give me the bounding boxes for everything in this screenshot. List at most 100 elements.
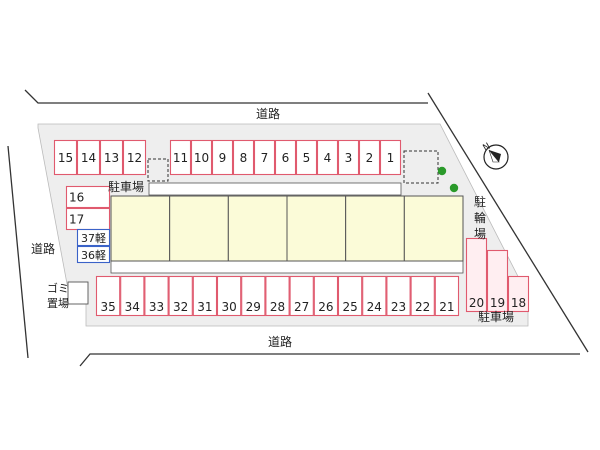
parking-space-number: 37軽 xyxy=(81,232,106,245)
parking-space: 35 xyxy=(95,275,121,317)
parking-label-center: 駐車場 xyxy=(108,179,144,194)
parking-space-number: 3 xyxy=(345,151,353,165)
parking-space-box xyxy=(169,139,192,176)
parking-space: 30 xyxy=(216,275,242,317)
parking-space: 26 xyxy=(313,275,339,317)
parking-space-number: 9 xyxy=(219,151,227,165)
parking-space-box xyxy=(76,139,101,176)
parking-space-number: 29 xyxy=(246,300,261,314)
bicycle-parking-label: 駐輪場 xyxy=(474,194,486,241)
parking-space: 16 xyxy=(65,185,111,209)
parking-space-number: 18 xyxy=(511,296,526,310)
vertical-char: 駐 xyxy=(474,194,486,209)
dashed-area-right xyxy=(403,150,439,184)
parking-space-box xyxy=(410,275,435,317)
road-label-bottom: 道路 xyxy=(268,334,292,349)
parking-space: 18 xyxy=(507,275,530,313)
parking-space-box xyxy=(53,139,78,176)
parking-space-box xyxy=(253,139,276,176)
parking-space: 4 xyxy=(316,139,339,176)
parking-bottom-row: 35 34 33 32 31 30 29 28 27 26 25 24 23 22 21 xyxy=(95,275,460,317)
parking-space-number: 26 xyxy=(318,300,333,314)
parking-space: 10 xyxy=(190,139,213,176)
north-arrow-icon: N xyxy=(482,142,509,170)
garbage-label-line: ゴミ xyxy=(47,281,69,295)
parking-space-number: 15 xyxy=(58,151,73,165)
parking-space-number: 19 xyxy=(490,296,505,310)
parking-space-box xyxy=(337,139,360,176)
parking-space-box xyxy=(192,275,218,317)
parking-space-box xyxy=(313,275,339,317)
parking-space-number: 33 xyxy=(149,300,164,314)
parking-space: 9 xyxy=(211,139,234,176)
parking-space-number: 27 xyxy=(294,300,309,314)
parking-space-number: 24 xyxy=(367,300,382,314)
parking-space-box xyxy=(358,139,381,176)
parking-space-box xyxy=(190,139,213,176)
parking-space-box xyxy=(99,139,124,176)
parking-space-box xyxy=(386,275,411,317)
building-unit xyxy=(403,195,464,262)
parking-space-number: 23 xyxy=(391,300,406,314)
parking-space-box xyxy=(216,275,242,317)
parking-space-number: 11 xyxy=(173,151,188,165)
parking-space-number: 12 xyxy=(127,151,142,165)
parking-space-number: 21 xyxy=(439,300,454,314)
parking-space: 19 xyxy=(486,249,509,313)
parking-space: 21 xyxy=(434,275,460,317)
parking-space-number: 5 xyxy=(303,151,311,165)
tree-icon xyxy=(437,166,447,176)
parking-space-number: 13 xyxy=(104,151,119,165)
parking-space-box xyxy=(295,139,318,176)
parking-space: 25 xyxy=(337,275,363,317)
parking-space: 8 xyxy=(232,139,255,176)
parking-space: 28 xyxy=(265,275,290,317)
parking-space-number: 25 xyxy=(342,300,357,314)
parking-space: 5 xyxy=(295,139,318,176)
parking-space: 20 xyxy=(465,237,488,313)
parking-space-number: 22 xyxy=(415,300,430,314)
apartment-building xyxy=(110,195,464,262)
parking-space: 3 xyxy=(337,139,360,176)
parking-space: 33 xyxy=(144,275,169,317)
parking-space: 11 xyxy=(169,139,192,176)
parking-space: 22 xyxy=(410,275,435,317)
parking-space-number: 28 xyxy=(270,300,285,314)
parking-space-box xyxy=(76,228,111,247)
parking-space-number: 16 xyxy=(69,191,84,205)
parking-space-box xyxy=(434,275,460,317)
north-label: N xyxy=(482,142,493,154)
garbage-label-line: 置場 xyxy=(47,297,69,310)
parking-space-number: 7 xyxy=(261,151,269,165)
parking-space-box xyxy=(120,275,145,317)
building-unit xyxy=(169,195,229,262)
parking-space-number: 17 xyxy=(69,213,84,227)
parking-space-number: 2 xyxy=(366,151,374,165)
vertical-char: 輪 xyxy=(474,210,486,225)
parking-space-number: 34 xyxy=(125,300,140,314)
parking-space-box xyxy=(465,237,488,313)
parking-space: 34 xyxy=(120,275,145,317)
parking-space-box xyxy=(337,275,363,317)
parking-space: 23 xyxy=(386,275,411,317)
parking-space-box xyxy=(122,139,147,176)
parking-space-number: 6 xyxy=(282,151,290,165)
parking-space-number: 31 xyxy=(197,300,212,314)
parking-space: 32 xyxy=(168,275,193,317)
parking-space: 13 xyxy=(99,139,124,176)
building-unit xyxy=(227,195,288,262)
parking-space: 6 xyxy=(274,139,297,176)
parking-space-box xyxy=(507,275,530,313)
road-label-left: 道路 xyxy=(31,241,55,256)
parking-space: 14 xyxy=(76,139,101,176)
parking-space-box xyxy=(241,275,266,317)
parking-space-number: 35 xyxy=(100,300,115,314)
parking-space-number: 10 xyxy=(194,151,209,165)
road-label-top: 道路 xyxy=(256,106,280,121)
parking-space-number: 1 xyxy=(387,151,395,165)
parking-space-box xyxy=(486,249,509,313)
parking-space: 24 xyxy=(362,275,387,317)
